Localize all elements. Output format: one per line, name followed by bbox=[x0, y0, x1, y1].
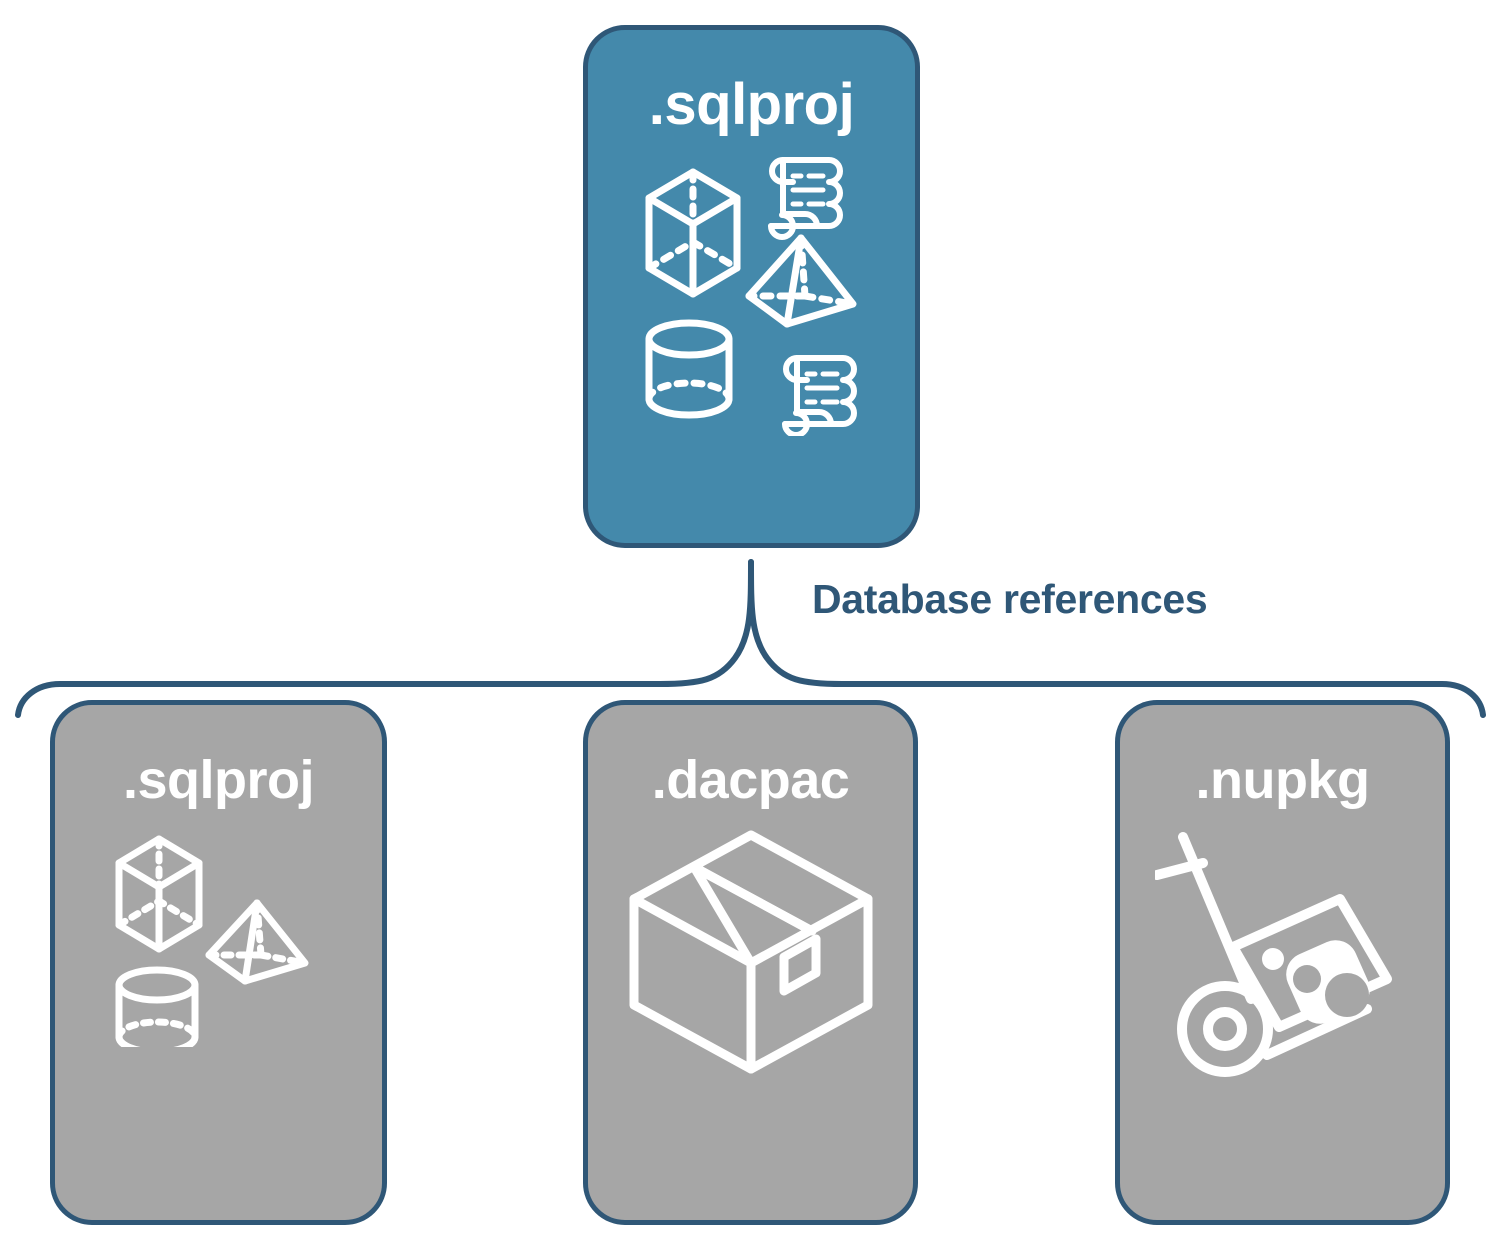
database-objects-icon bbox=[645, 157, 857, 436]
cube-icon bbox=[115, 835, 202, 953]
card-title-sqlproj-root: .sqlproj bbox=[648, 72, 855, 137]
nuget-package-icon bbox=[1228, 894, 1392, 1032]
card-title-nupkg: .nupkg bbox=[1195, 750, 1370, 810]
cylinder-icon bbox=[115, 966, 198, 1047]
database-objects-icon bbox=[115, 835, 308, 1047]
pyramid-icon bbox=[745, 234, 856, 328]
shipping-box-icon bbox=[629, 830, 872, 1074]
card-nupkg-reference[interactable]: .nupkg bbox=[1115, 700, 1450, 1225]
bracket-label: Database references bbox=[812, 576, 1208, 622]
scroll-icon bbox=[767, 157, 843, 240]
scroll-icon bbox=[781, 355, 857, 436]
hand-truck-package-icon bbox=[1155, 832, 1392, 1077]
card-dacpac-reference[interactable]: .dacpac bbox=[583, 700, 918, 1225]
pyramid-icon bbox=[205, 899, 308, 985]
card-title-dacpac: .dacpac bbox=[651, 750, 850, 810]
cylinder-icon bbox=[645, 319, 732, 419]
card-title-sqlproj-reference: .sqlproj bbox=[122, 750, 315, 810]
card-sqlproj-reference[interactable]: .sqlproj bbox=[50, 700, 387, 1225]
card-sqlproj-root[interactable]: .sqlproj bbox=[583, 25, 920, 548]
cube-icon bbox=[645, 168, 740, 298]
package-box-icon bbox=[629, 830, 872, 1074]
